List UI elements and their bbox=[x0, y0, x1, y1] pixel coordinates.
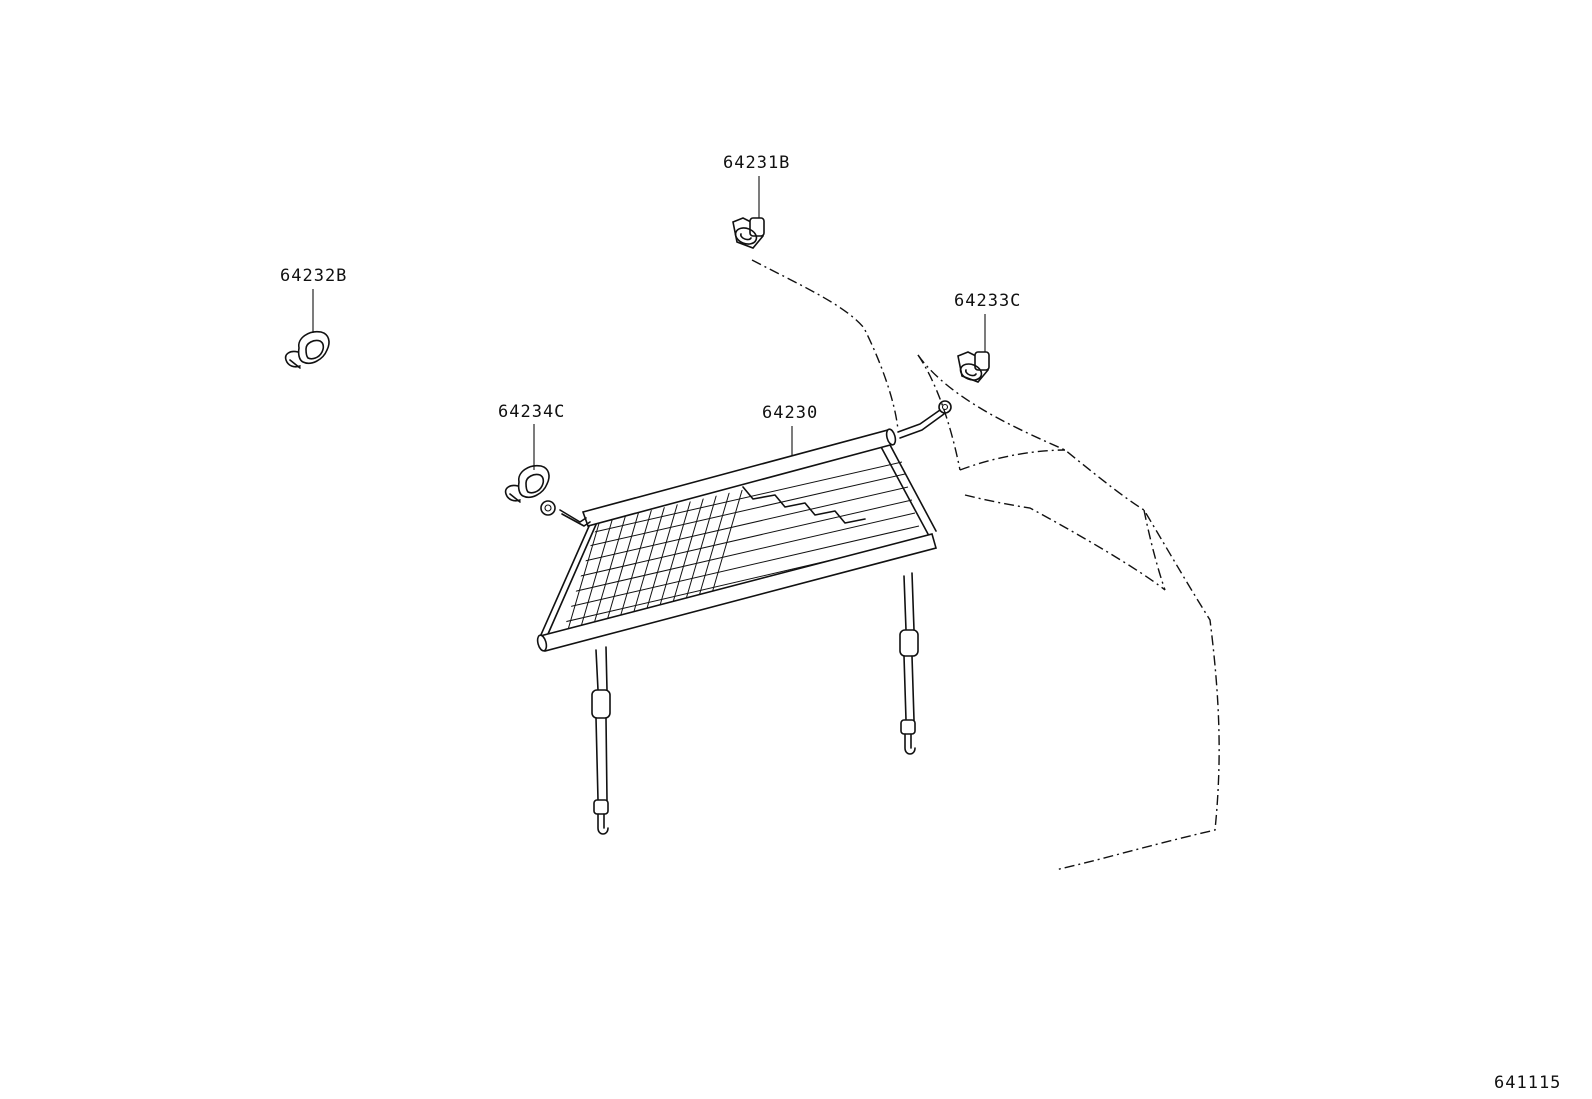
label-64231b: 64231B bbox=[723, 153, 790, 173]
cargo-net-64230 bbox=[536, 400, 952, 652]
clip-64231b bbox=[732, 217, 765, 249]
diagram-code: 641115 bbox=[1494, 1073, 1561, 1093]
label-64234c: 64234C bbox=[498, 402, 565, 422]
right-strap bbox=[899, 572, 919, 755]
clip-64232b bbox=[284, 330, 330, 369]
net-mesh bbox=[563, 461, 923, 632]
label-64232b: 64232B bbox=[280, 266, 347, 286]
leader-lines bbox=[312, 176, 986, 470]
vehicle-body-outline bbox=[751, 259, 1220, 871]
clip-64233c bbox=[957, 351, 990, 383]
label-64233c: 64233C bbox=[954, 291, 1021, 311]
left-strap bbox=[591, 646, 611, 835]
label-64230: 64230 bbox=[762, 403, 818, 423]
clip-64234c bbox=[504, 464, 550, 503]
